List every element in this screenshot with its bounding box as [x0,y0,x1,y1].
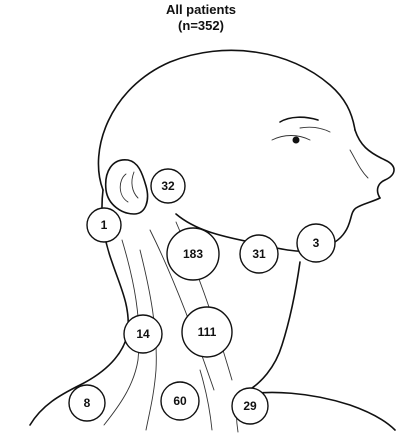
node-label-submandibular-upper-jugular: 183 [183,247,203,261]
node-label-supraclavicular-posterior: 8 [84,396,91,410]
node-anterior-lower: 29 [231,387,269,425]
node-label-anterior-lower: 29 [243,399,257,413]
node-label-mid-jugular: 111 [198,325,217,339]
node-label-submental: 3 [313,236,320,250]
node-preauricular: 32 [150,168,186,204]
node-label-posterior-triangle: 14 [136,327,150,341]
node-label-submental-adjacent: 31 [252,247,266,261]
node-submandibular-upper-jugular: 183 [166,227,220,281]
node-lower-jugular: 60 [160,381,200,421]
node-posterior-triangle: 14 [123,314,163,354]
node-supraclavicular-posterior: 8 [68,384,106,422]
node-submental: 3 [296,223,336,263]
node-postauricular: 1 [86,207,122,243]
node-submental-adjacent: 31 [239,234,279,274]
node-label-preauricular: 32 [161,179,175,193]
node-label-lower-jugular: 60 [173,394,187,408]
title-line-1: All patients [166,2,236,17]
node-mid-jugular: 111 [181,306,233,358]
node-label-postauricular: 1 [101,218,108,232]
title-line-2: (n=352) [178,18,224,33]
